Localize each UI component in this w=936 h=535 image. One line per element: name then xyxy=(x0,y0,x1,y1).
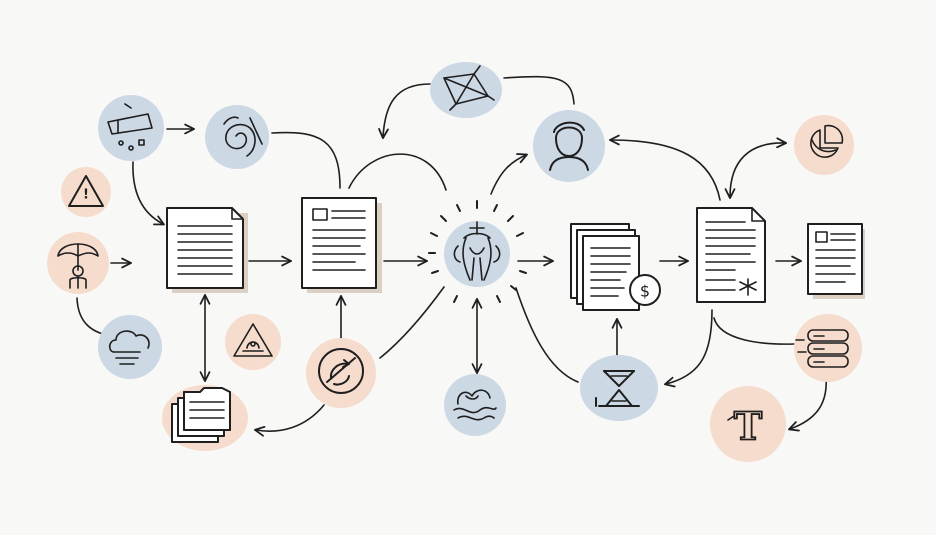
document-2-text-lines xyxy=(312,210,366,271)
connector-hub-to-person xyxy=(490,153,528,195)
document-4-seal xyxy=(739,278,757,296)
connector-doc2-arc-to-hub xyxy=(348,153,447,191)
person-icon xyxy=(533,110,605,182)
connector-doc4-to-server xyxy=(713,317,795,345)
document-5 xyxy=(807,223,865,299)
server-stack-icon xyxy=(794,314,862,382)
connector-network-to-doc2 xyxy=(378,83,431,140)
document-4-text-lines xyxy=(705,221,756,291)
connector-hub-to-hourglass xyxy=(515,287,579,383)
spiral-icon xyxy=(205,105,269,169)
connector-doc4-to-hourglass xyxy=(664,309,713,388)
connector-refresh-to-folder xyxy=(253,404,325,437)
dollar-icon: $ xyxy=(629,274,661,306)
document-5-photo xyxy=(815,231,828,243)
central-hub-rays xyxy=(428,200,527,303)
dollar-symbol: $ xyxy=(640,282,650,301)
connector-hub-to-refresh xyxy=(379,286,445,359)
umbrella-person-icon xyxy=(47,232,109,294)
document-2-photo xyxy=(312,208,328,221)
connector-doc4-to-person xyxy=(608,134,721,201)
network-icon xyxy=(430,62,502,118)
connector-spiral-to-doc2 xyxy=(271,131,341,189)
document-3-text-lines xyxy=(590,247,631,297)
warning-symbol: ! xyxy=(83,188,89,203)
warning-icon: ! xyxy=(61,167,111,217)
document-4 xyxy=(696,207,766,303)
document-1 xyxy=(166,207,248,293)
hazard-icon xyxy=(225,314,281,370)
document-3-stack xyxy=(570,223,640,311)
pen-tool-icon xyxy=(98,95,164,161)
document-1-text-lines xyxy=(177,225,233,275)
wave-icon xyxy=(444,374,506,436)
letter-t-symbol: T xyxy=(734,404,762,449)
folder-stack-icon xyxy=(162,385,248,451)
connectors xyxy=(76,75,827,437)
connector-doc4-pie-bidirectional xyxy=(724,137,788,200)
document-2 xyxy=(301,197,382,293)
document-5-text-lines xyxy=(815,233,856,283)
connector-network-to-person xyxy=(503,75,575,105)
hourglass-icon xyxy=(580,355,658,421)
connector-pen-to-doc1 xyxy=(132,161,165,226)
cloud-icon xyxy=(98,315,162,379)
refresh-icon xyxy=(306,338,376,408)
letter-t-icon: T xyxy=(710,386,786,462)
pie-chart-icon xyxy=(794,115,854,175)
central-hub-icon xyxy=(428,200,527,303)
connector-server-to-t xyxy=(788,376,827,432)
